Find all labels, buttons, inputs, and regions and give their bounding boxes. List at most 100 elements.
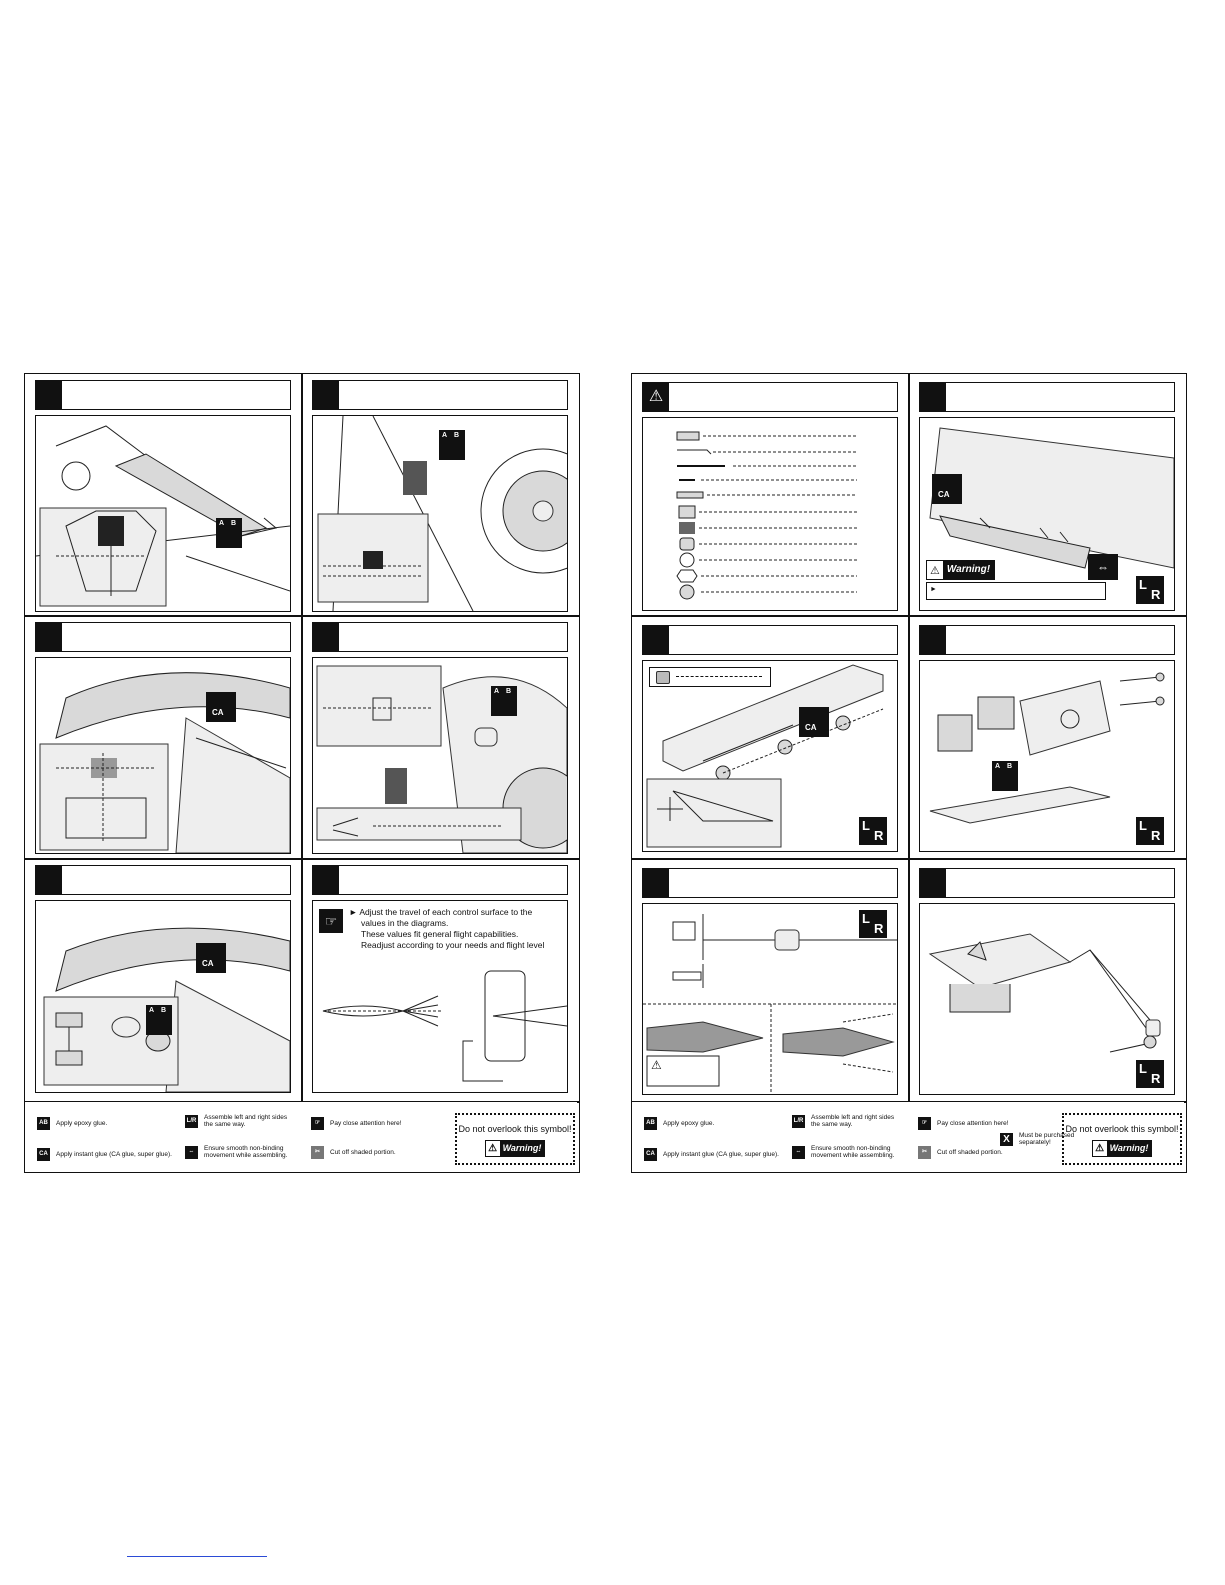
right-instruction-sheet: ⚠ CA ⇔ ⚠ Warning!	[631, 373, 1187, 1173]
ca-glue-icon: CA	[206, 692, 236, 722]
epoxy-glue-icon: A B	[146, 1005, 172, 1035]
hinge-legend-line	[676, 676, 762, 677]
lr-label-r: R	[1151, 828, 1161, 843]
do-not-overlook-text: Do not overlook this symbol!	[458, 1124, 572, 1134]
servo-mount-illustration	[929, 672, 1165, 824]
note-line-2: values in the diagrams.	[361, 918, 449, 928]
step-illustration-5: CA A B	[35, 900, 291, 1093]
step-illustration-6: ☞ ► Adjust the travel of each control su…	[312, 900, 568, 1093]
epoxy-glue-icon: A B	[491, 686, 517, 716]
epoxy-glue-icon: A B	[216, 518, 242, 548]
attention-hand-icon: ☞	[311, 1117, 324, 1130]
step-number-box	[643, 869, 669, 897]
legend-lr-text-2: the same way.	[204, 1121, 246, 1128]
glue-label-a: A	[149, 1007, 155, 1014]
step-header-6	[312, 865, 568, 895]
lr-label-r: R	[1151, 1071, 1161, 1086]
warning-triangle-icon: ⚠	[651, 1058, 662, 1072]
lr-label-l: L	[1139, 818, 1147, 833]
lr-label-l: L	[862, 818, 870, 833]
legend-ca-text: Apply instant glue (CA glue, super glue)…	[56, 1151, 172, 1158]
control-throw-diagram	[322, 970, 567, 1082]
legend-epoxy-text: Apply epoxy glue.	[56, 1120, 108, 1127]
warning-note-bar: ►	[926, 582, 1106, 600]
bullet-arrow-icon: ►	[930, 586, 937, 593]
note-line-3: These values fit general flight capabili…	[361, 929, 519, 939]
lr-label-l: L	[862, 911, 870, 926]
epoxy-glue-icon: A B	[992, 761, 1018, 791]
legend-cut: ✂Cut off shaded portion.	[311, 1146, 396, 1159]
step-number-box	[313, 866, 339, 894]
hinge-legend-box	[649, 667, 771, 687]
left-sheet-divider	[301, 374, 303, 1102]
step-number-box	[36, 623, 62, 651]
engine-cowl-illustration	[317, 416, 567, 611]
left-sheet-row-divider-2	[25, 858, 579, 860]
legend-smooth-text-2: movement while assembling.	[204, 1152, 288, 1159]
lr-label-r: R	[874, 921, 884, 936]
left-right-icon: L/R	[792, 1114, 805, 1128]
upper-wing-cabane-illustration	[39, 672, 290, 853]
glue-label-b: B	[161, 1007, 167, 1014]
glue-label-b: B	[454, 432, 460, 439]
step-header-r2	[919, 382, 1175, 412]
left-sheet-row-divider-3	[25, 1101, 579, 1103]
step-header-2	[312, 380, 568, 410]
step-header-r3	[642, 625, 898, 655]
glue-label-a: A	[442, 432, 448, 439]
glue-label-b: B	[506, 688, 512, 695]
step-illustration-3: CA	[35, 657, 291, 854]
glue-label-a: A	[219, 520, 225, 527]
step-header-1	[35, 380, 291, 410]
note-line-4: Readjust according to your needs and fli…	[361, 940, 545, 950]
legend-smooth-text-2: movement while assembling.	[811, 1152, 895, 1159]
step-number-box	[313, 381, 339, 409]
step-illustration-4: A B	[312, 657, 568, 854]
left-right-icon: L/R	[185, 1114, 198, 1128]
lr-label-l: L	[1139, 1061, 1147, 1076]
warning-triangle-icon: ⚠	[643, 383, 669, 411]
legend-purchase-text-1: Must be purchased	[1019, 1132, 1075, 1139]
left-right-icon: L R	[1136, 1060, 1164, 1088]
warning-badge: ⚠Warning!	[484, 1140, 546, 1157]
glue-label-a: A	[494, 688, 500, 695]
ca-glue-label: CA	[938, 490, 950, 499]
step-number-box	[313, 623, 339, 651]
double-arrow-icon: ⇔	[185, 1145, 198, 1159]
step-illustration-r6: L R	[919, 903, 1175, 1095]
left-right-icon: L R	[859, 910, 887, 938]
legend-cut: ✂Cut off shaded portion.	[918, 1146, 1003, 1159]
parts-list-frame	[642, 417, 898, 611]
legend-cut-text: Cut off shaded portion.	[330, 1149, 396, 1156]
do-not-overlook-box: Do not overlook this symbol! ⚠Warning!	[455, 1113, 575, 1165]
ca-glue-icon: CA	[196, 943, 226, 973]
aileron-hinge-illustration	[929, 427, 1174, 569]
attention-hand-icon: ☞	[918, 1117, 931, 1130]
wing-strut-illustration	[43, 927, 290, 1092]
bottom-link-underline	[127, 1556, 267, 1557]
left-right-icon: L R	[859, 817, 887, 845]
right-sheet-row-divider-3	[632, 1101, 1186, 1103]
warning-label: Warning!	[1106, 1141, 1152, 1156]
do-not-overlook-box: Do not overlook this symbol! ⚠Warning!	[1062, 1113, 1182, 1165]
cowl-pushrod-illustration	[316, 665, 567, 853]
step-number-box	[36, 381, 62, 409]
ca-glue-icon: CA	[799, 707, 829, 737]
right-sheet-row-divider-2	[632, 858, 1186, 860]
do-not-overlook-text: Do not overlook this symbol!	[1065, 1124, 1179, 1134]
attention-hand-icon: ☞	[319, 909, 343, 933]
bullet-arrow-icon: ►	[349, 907, 360, 917]
right-sheet-row-divider-1	[632, 615, 1186, 617]
warning-label: Warning!	[942, 561, 995, 579]
tail-hinge-illustration	[646, 664, 884, 848]
hinge-cut-illustration	[643, 914, 897, 1094]
note-line-1: Adjust the travel of each control surfac…	[359, 907, 533, 917]
legend-smooth-text-1: Ensure smooth non-binding	[811, 1145, 891, 1152]
